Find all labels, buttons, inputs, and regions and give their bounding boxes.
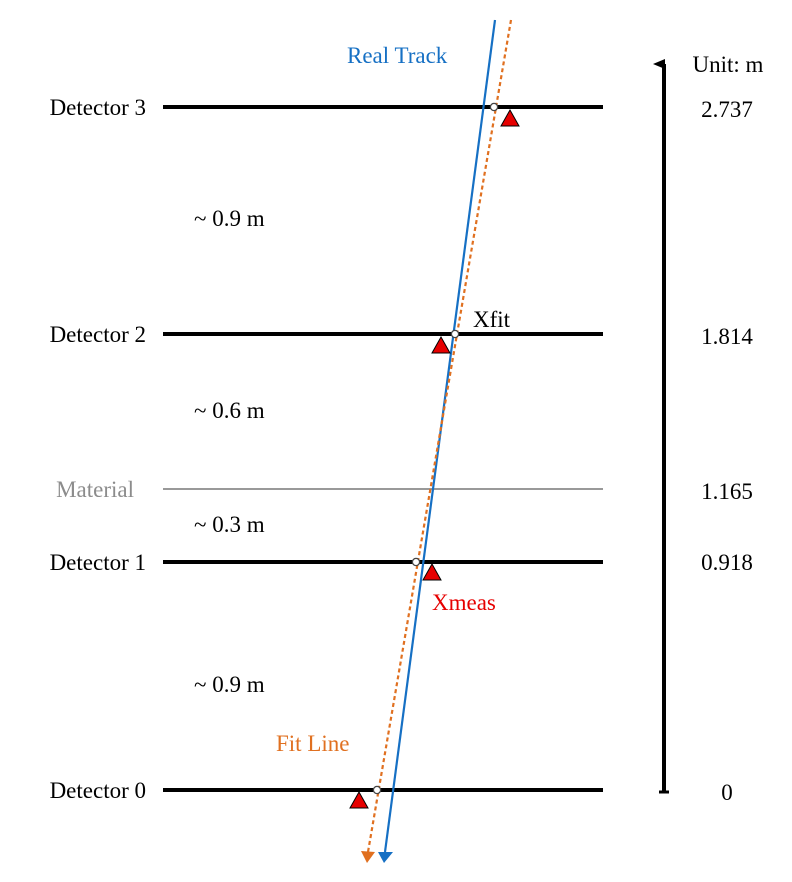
measurement-marker-detector-2 [431,335,451,354]
axis-unit-label: Unit: m [693,52,764,77]
fit-point-detector-3 [489,102,499,112]
fit-line [366,19,513,853]
position-value-detector-1: 0.918 [701,550,753,575]
xfit-label: Xfit [473,307,511,332]
position-value-detector-2: 1.814 [701,324,753,349]
position-value-detector-0: 0 [721,780,733,805]
position-value-detector-3: 2.737 [701,97,753,122]
position-value-material: 1.165 [701,479,753,504]
fit-point-detector-0 [372,785,382,795]
real-track-label: Real Track [347,43,448,68]
fit-point-detector-1 [411,557,421,567]
material-label: Material [56,477,134,502]
gap-label-1-0: ~ 0.9 m [194,672,265,697]
real-track-arrowhead [378,852,393,863]
gap-label-2-material: ~ 0.6 m [194,398,265,423]
detector-1-label: Detector 1 [50,550,146,575]
gap-label-material-1: ~ 0.3 m [194,512,265,537]
detector-2-label: Detector 2 [50,322,146,347]
xmeas-label: Xmeas [432,590,496,615]
measurement-marker-detector-3 [500,108,520,127]
fit-line-arrowhead [361,851,375,863]
gap-label-3-2: ~ 0.9 m [194,206,265,231]
detector-0-label: Detector 0 [50,778,146,803]
fit-point-detector-2 [450,329,460,339]
detector-3-label: Detector 3 [50,95,146,120]
measurement-marker-detector-0 [349,790,369,809]
measurement-marker-detector-1 [422,562,442,581]
fit-line-label: Fit Line [276,731,349,756]
